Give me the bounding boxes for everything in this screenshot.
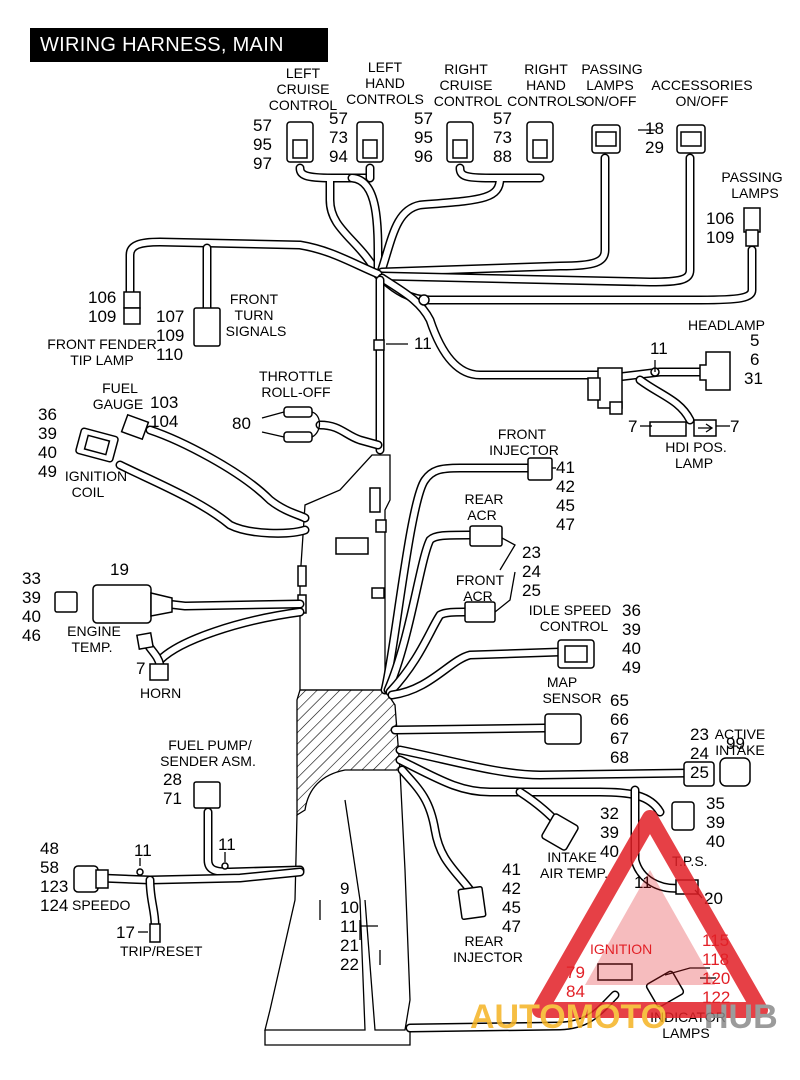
- page-title: WIRING HARNESS, MAIN: [30, 28, 328, 62]
- label-trip: TRIP/RESET: [120, 943, 203, 959]
- label-horn: HORN: [140, 685, 181, 701]
- num-speedo-11b: 11: [218, 835, 236, 854]
- label-speedo: SPEEDO: [72, 897, 130, 913]
- watermark-triangle: [532, 810, 768, 1018]
- num-headlamp-11: 11: [650, 339, 668, 358]
- num-throttle: 80: [232, 414, 251, 433]
- label-hdi: HDI POS.LAMP: [665, 439, 726, 471]
- upper-harness-branches: [125, 153, 757, 455]
- watermark-text-a: AUTOMOTO: [470, 998, 667, 1036]
- connectors: [54, 121, 761, 1008]
- main-trunk: [264, 454, 411, 1046]
- label-ignition: IGNITION: [590, 941, 652, 957]
- num-engine-temp-19: 19: [110, 560, 129, 579]
- num-tps-11: 11: [634, 873, 652, 892]
- num-trip: 17: [116, 923, 135, 942]
- watermark-logo: AUTOMOTO HUB: [470, 810, 778, 1036]
- num-speedo-11a: 11: [134, 841, 152, 860]
- headlamp-harness: [587, 351, 731, 437]
- num-hdi-left-7: 7: [628, 417, 637, 436]
- num-horn: 7: [136, 659, 145, 678]
- label-headlamp: HEADLAMP: [688, 317, 765, 333]
- num-hdi-right-7: 7: [730, 417, 739, 436]
- num-active-intake-99: 99: [726, 734, 745, 753]
- label-fuel-pump: FUEL PUMP/SENDER ASM.: [160, 737, 256, 769]
- num-ground-11: 11: [414, 334, 432, 353]
- num-tps-20: 20: [704, 889, 723, 908]
- watermark-text-b: HUB: [704, 998, 778, 1036]
